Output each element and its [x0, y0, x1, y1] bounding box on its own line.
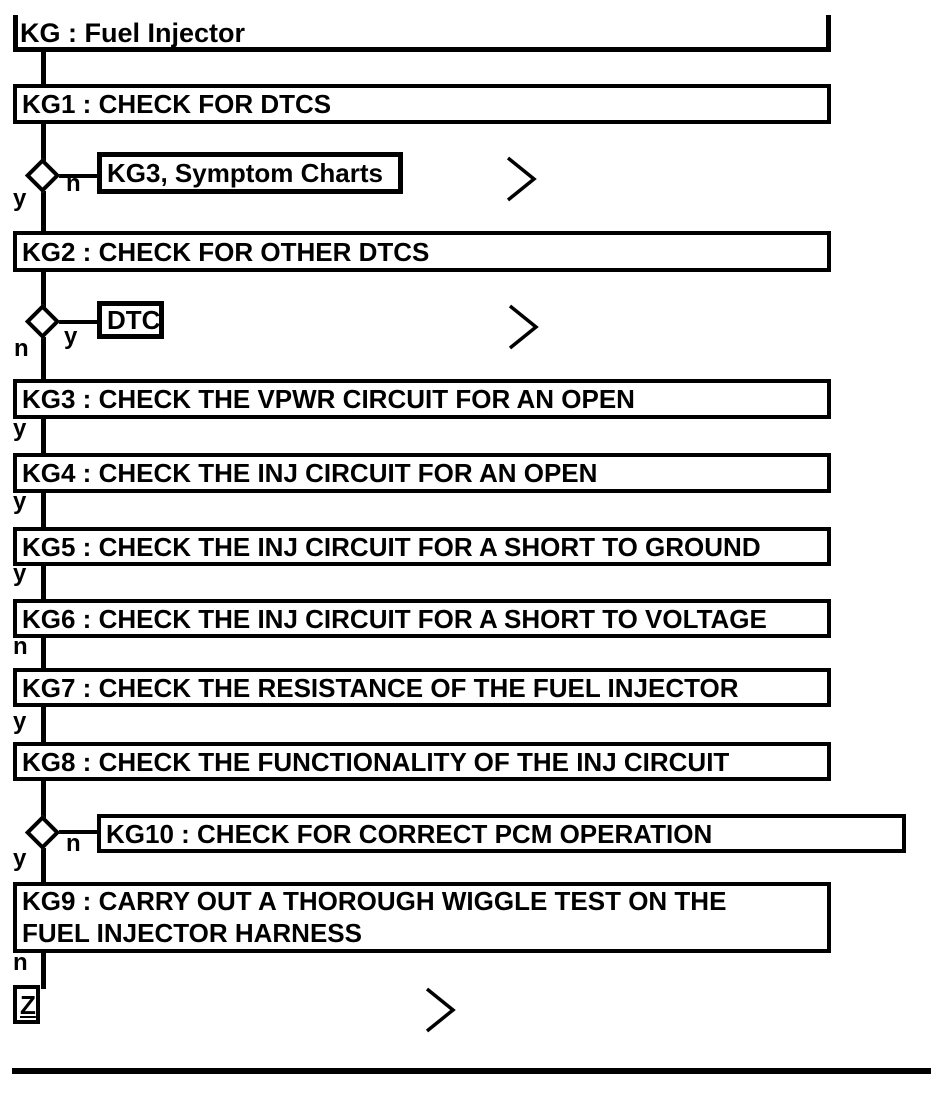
- connector-line: [41, 417, 46, 456]
- no-label: n: [66, 830, 81, 857]
- bottom-rule: [12, 1068, 931, 1074]
- step-box-kg8: KG8 : CHECK THE FUNCTIONALITY OF THE INJ…: [13, 742, 831, 781]
- connector-line: [41, 564, 46, 602]
- connector-line: [41, 951, 46, 989]
- connector-line: [41, 52, 46, 85]
- yes-label: y: [64, 323, 78, 350]
- decision-diamond-kg8: [24, 814, 61, 851]
- step-box-kg9-line1: KG9 : CARRY OUT A THOROUGH WIGGLE TEST O…: [22, 886, 727, 917]
- connector-line: [41, 779, 46, 821]
- connector-line: [59, 320, 99, 324]
- connector-line: [41, 337, 46, 382]
- step-box-kg6: KG6 : CHECK THE INJ CIRCUIT FOR A SHORT …: [13, 599, 831, 638]
- no-label: n: [13, 949, 28, 976]
- connector-line: [41, 636, 46, 672]
- step-box-kg2: KG2 : CHECK FOR OTHER DTCS: [13, 231, 831, 272]
- continue-chevron-icon: [506, 156, 537, 202]
- continue-chevron-icon: [508, 304, 539, 350]
- connector-line: [41, 491, 46, 530]
- step-box-kg9: KG9 : CARRY OUT A THOROUGH WIGGLE TEST O…: [13, 882, 831, 953]
- yes-label: y: [13, 415, 27, 442]
- step-box-kg5: KG5 : CHECK THE INJ CIRCUIT FOR A SHORT …: [13, 527, 831, 566]
- step-box-kg7: KG7 : CHECK THE RESISTANCE OF THE FUEL I…: [13, 668, 831, 707]
- connector-line: [41, 270, 46, 311]
- connector-line: [41, 848, 46, 885]
- page-title: KG : Fuel Injector: [20, 18, 246, 48]
- connector-line: [41, 704, 46, 745]
- yes-label: y: [13, 560, 27, 587]
- decision-diamond-kg2: [24, 303, 61, 340]
- no-label: n: [66, 170, 81, 197]
- yes-label: y: [13, 185, 27, 212]
- step-box-kg3: KG3 : CHECK THE VPWR CIRCUIT FOR AN OPEN: [13, 379, 831, 419]
- title-underline: [13, 47, 831, 52]
- z-terminator: Z: [20, 989, 36, 1020]
- step-box-kg4: KG4 : CHECK THE INJ CIRCUIT FOR AN OPEN: [13, 453, 831, 493]
- title-right-edge: [826, 15, 831, 52]
- connector-line: [59, 174, 99, 178]
- step-box-kg1: KG1 : CHECK FOR DTCS: [13, 84, 831, 124]
- connector-line: [41, 122, 46, 162]
- yes-label: y: [13, 708, 27, 735]
- connector-line: [41, 191, 46, 233]
- step-box-kg9-line2: FUEL INJECTOR HARNESS: [22, 917, 362, 948]
- yes-label: y: [13, 845, 27, 872]
- branch-box-symptom-charts: KG3, Symptom Charts: [97, 152, 403, 194]
- branch-box-dtc: DTC: [97, 301, 164, 339]
- no-label: n: [13, 633, 28, 660]
- connector-line: [59, 830, 99, 834]
- title-left-edge: [13, 15, 18, 52]
- no-label: n: [14, 335, 29, 362]
- decision-diamond-kg1: [24, 157, 61, 194]
- yes-label: y: [13, 488, 27, 515]
- continue-chevron-icon: [425, 987, 456, 1033]
- branch-box-kg10: KG10 : CHECK FOR CORRECT PCM OPERATION: [97, 814, 906, 853]
